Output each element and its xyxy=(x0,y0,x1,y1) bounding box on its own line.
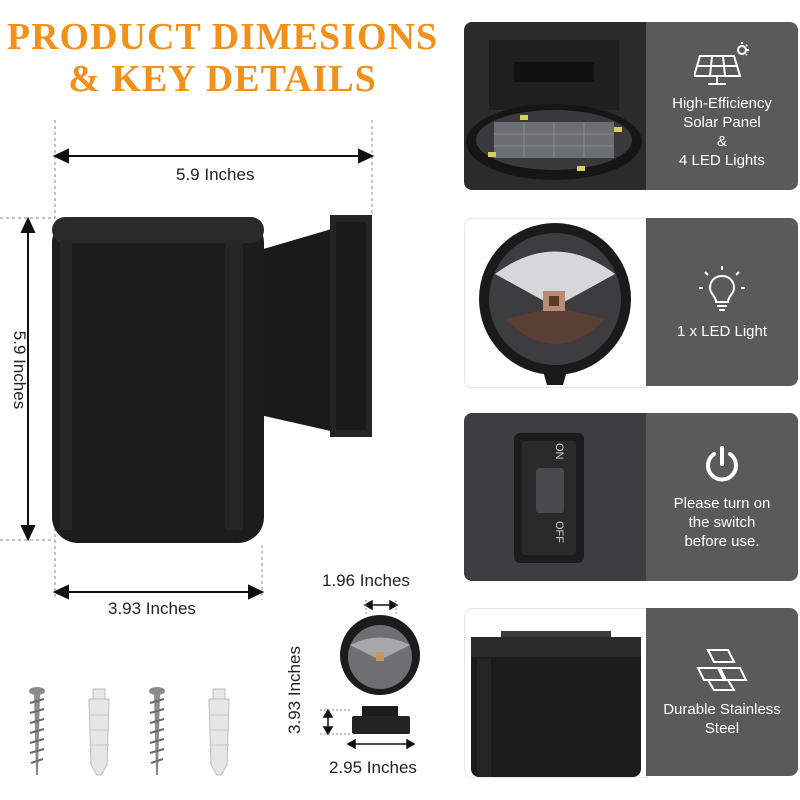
power-icon xyxy=(706,445,738,481)
depth-dimension-label: 3.93 Inches xyxy=(108,599,196,618)
feature-switch: Please turn on the switch before use. xyxy=(646,413,798,581)
led-light-photo xyxy=(464,218,648,388)
page-title-line1: PRODUCT DIMESIONS xyxy=(6,16,439,58)
feature-solar: High-Efficiency Solar Panel & 4 LED Ligh… xyxy=(646,22,798,190)
feature-switch-label: Please turn on the switch before use. xyxy=(673,494,771,550)
steel-bars-icon xyxy=(696,649,748,691)
feature-solar-label: High-Efficiency Solar Panel & 4 LED Ligh… xyxy=(672,95,772,169)
solar-panel-icon xyxy=(694,42,749,85)
steel-body-photo xyxy=(464,608,648,778)
wall-anchor-icon xyxy=(88,688,110,776)
feature-led-label: 1 x LED Light xyxy=(676,322,768,340)
switch-on-text: ON xyxy=(553,443,565,460)
switch-off-text: OFF xyxy=(553,521,565,543)
front-base-label: 2.95 Inches xyxy=(329,758,417,777)
feature-steel-label: Durable Stainless Steel xyxy=(663,701,781,737)
lightbulb-icon xyxy=(699,265,745,311)
front-width-label: 1.96 Inches xyxy=(322,571,410,590)
feature-steel: Durable Stainless Steel xyxy=(646,608,798,776)
switch-photo: ON OFF xyxy=(464,413,646,581)
screw-icon xyxy=(29,687,45,775)
width-dimension-label: 5.9 Inches xyxy=(176,165,255,184)
front-height-label: 3.93 Inches xyxy=(285,646,304,734)
screws-and-anchors xyxy=(29,687,230,776)
page-title-line2: & KEY DETAILS xyxy=(68,58,377,100)
feature-led: 1 x LED Light xyxy=(646,218,798,386)
height-dimension-label: 5.9 Inches xyxy=(10,330,29,410)
product-side-view xyxy=(0,120,375,600)
product-front-view xyxy=(320,599,420,750)
solar-panel-photo xyxy=(464,22,646,190)
